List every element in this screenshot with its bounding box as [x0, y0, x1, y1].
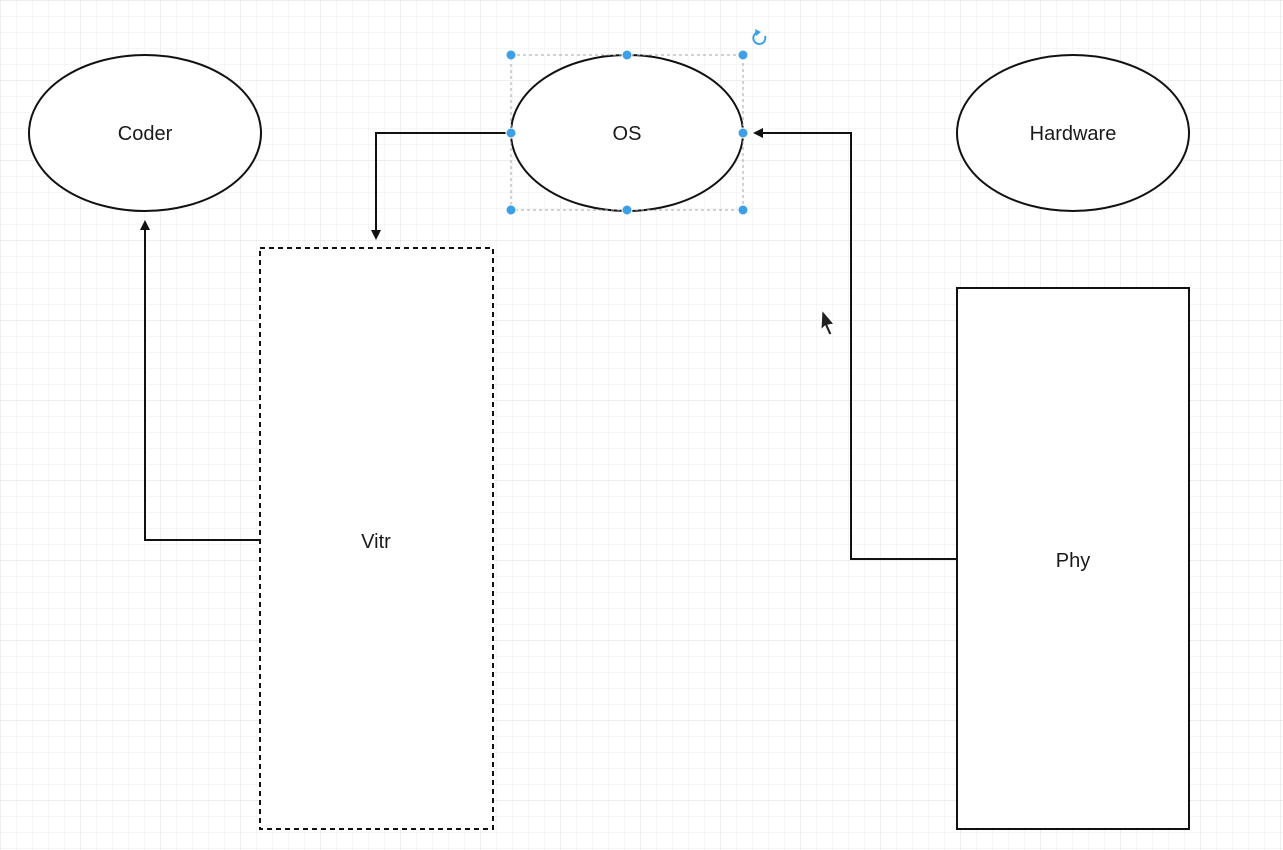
node-vitr-label: Vitr [361, 531, 391, 553]
node-coder[interactable]: Coder [28, 54, 262, 212]
resize-handle-top-right[interactable] [737, 49, 749, 61]
selection-frame [505, 29, 767, 216]
node-coder-label: Coder [118, 123, 173, 145]
resize-handle-bottom[interactable] [621, 204, 633, 216]
resize-handle-bottom-left[interactable] [505, 204, 517, 216]
edge-phy-to-os[interactable] [753, 128, 957, 560]
node-vitr[interactable]: Vitr [259, 247, 494, 830]
node-phy-label: Phy [1056, 550, 1090, 572]
rotate-icon[interactable] [752, 29, 767, 45]
node-hardware[interactable]: Hardware [956, 54, 1190, 212]
resize-handle-right[interactable] [737, 127, 749, 139]
mouse-pointer-icon [820, 308, 835, 336]
node-hardware-label: Hardware [1030, 123, 1117, 145]
node-os-label: OS [613, 123, 642, 145]
resize-handle-bottom-right[interactable] [737, 204, 749, 216]
node-phy[interactable]: Phy [956, 287, 1190, 830]
node-os[interactable]: OS [510, 54, 744, 212]
resize-handle-left[interactable] [505, 127, 517, 139]
edge-os-to-vitr[interactable] [371, 132, 511, 240]
edge-vitr-to-coder[interactable] [140, 220, 260, 541]
resize-handle-top[interactable] [621, 49, 633, 61]
resize-handle-top-left[interactable] [505, 49, 517, 61]
